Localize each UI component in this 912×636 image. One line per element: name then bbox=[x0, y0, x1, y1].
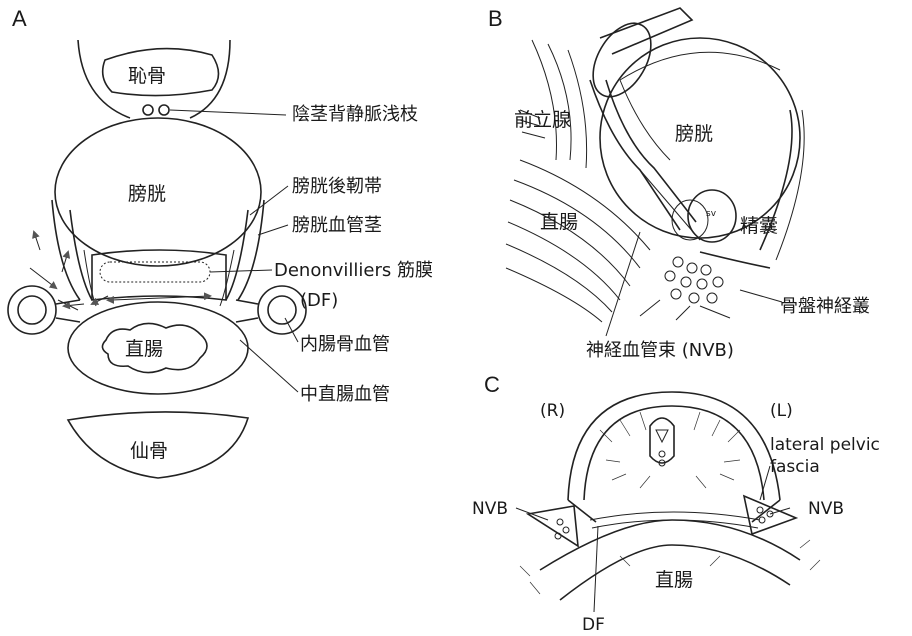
sacrum-label: 仙骨 bbox=[130, 440, 168, 462]
nvb-left-bundle bbox=[744, 496, 796, 534]
label-denonvilliers: Denonvilliers 筋膜 bbox=[274, 260, 433, 281]
denonvilliers-fascia bbox=[100, 262, 210, 282]
pubis-bone: 恥骨 bbox=[103, 49, 219, 115]
bladder-a: 膀胱 bbox=[55, 118, 261, 266]
pelvic-plexus bbox=[640, 252, 770, 320]
label-posterior-ligament: 膀胱後靭帯 bbox=[292, 176, 382, 197]
label-middle-rectal: 中直腸血管 bbox=[300, 384, 390, 405]
dorsal-vein-right bbox=[159, 105, 169, 115]
rectum-b: 直腸 bbox=[506, 160, 650, 322]
rectum-a-label: 直腸 bbox=[125, 338, 163, 360]
internal-iliac-right bbox=[258, 286, 306, 334]
internal-iliac-left bbox=[8, 286, 56, 334]
right-side-label: (R) bbox=[540, 401, 565, 421]
prostate-c bbox=[568, 392, 780, 500]
panel-c: C (R) (L) bbox=[472, 372, 880, 635]
pelvic-plexus-label: 骨盤神経叢 bbox=[780, 296, 870, 317]
left-side-label: (L) bbox=[770, 401, 793, 421]
panel-b-letter: B bbox=[488, 6, 503, 31]
bladder-a-label: 膀胱 bbox=[128, 183, 166, 205]
prostate-b: 前立腺 bbox=[514, 8, 692, 168]
sacrum-bone: 仙骨 bbox=[68, 412, 248, 478]
sv-label: sv bbox=[706, 209, 717, 219]
panel-c-letter: C bbox=[484, 372, 500, 397]
label-internal-iliac: 内腸骨血管 bbox=[300, 334, 390, 355]
pubis-label: 恥骨 bbox=[128, 65, 166, 87]
rectum-a: 直腸 bbox=[68, 302, 248, 394]
panel-b: B 膀胱 前立腺 直腸 bbox=[488, 6, 870, 361]
nvb-left-label: NVB bbox=[808, 499, 844, 519]
lateral-pelvic-fascia-line1: lateral pelvic bbox=[770, 435, 880, 455]
label-df: (DF) bbox=[300, 290, 338, 311]
rectum-b-label: 直腸 bbox=[540, 211, 578, 233]
lateral-pelvic-fascia-line2: fascia bbox=[770, 457, 820, 477]
nvb-right-label: NVB bbox=[472, 499, 508, 519]
label-vascular-pedicle: 膀胱血管茎 bbox=[292, 215, 382, 236]
rectum-c-label: 直腸 bbox=[655, 569, 693, 591]
nvb-label-b: 神経血管束 (NVB) bbox=[586, 340, 734, 361]
panel-a-letter: A bbox=[12, 6, 27, 31]
bladder-b-label: 膀胱 bbox=[675, 123, 713, 145]
arrows-a bbox=[30, 232, 210, 310]
nvb-right-bundle bbox=[528, 506, 578, 546]
dorsal-vein-left bbox=[143, 105, 153, 115]
panel-a: A 恥骨 膀胱 bbox=[8, 6, 433, 478]
label-dorsal-vein: 陰茎背静脈浅枝 bbox=[292, 104, 418, 125]
prostate-label: 前立腺 bbox=[514, 109, 571, 131]
df-label-c: DF bbox=[582, 615, 605, 635]
